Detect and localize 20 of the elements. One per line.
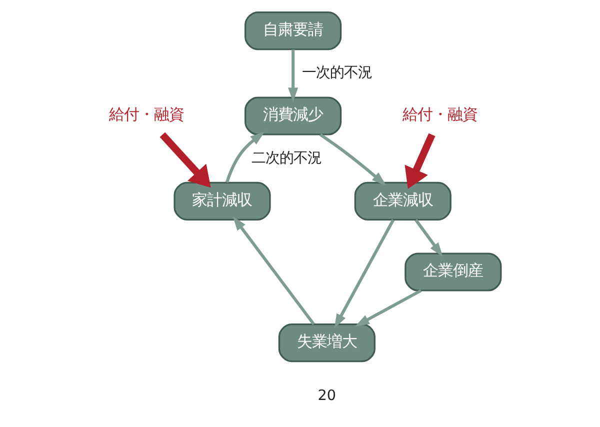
arrow <box>160 132 211 188</box>
node-box: 失業増大 <box>278 324 376 362</box>
edge-label: 一次的不況 <box>302 65 372 82</box>
arrow <box>414 219 443 257</box>
arrow <box>288 49 298 102</box>
node-box: 家計減収 <box>174 182 271 220</box>
arrow <box>404 133 436 189</box>
node-text: 給付・融資 <box>108 106 184 124</box>
edge-label: 二次的不況 <box>252 150 322 166</box>
node-text: 給付・融資 <box>402 106 478 124</box>
node-box: 消費減少 <box>244 96 342 136</box>
arrow <box>232 216 316 326</box>
label: 20 <box>318 388 336 404</box>
node-box: 企業減収 <box>354 182 452 220</box>
arrow <box>354 289 422 327</box>
node-box: 自粛要請 <box>244 12 342 50</box>
arrow <box>319 133 386 186</box>
arrow <box>225 132 265 183</box>
node-box: 企業倒産 <box>404 252 502 292</box>
arrow <box>334 219 395 328</box>
